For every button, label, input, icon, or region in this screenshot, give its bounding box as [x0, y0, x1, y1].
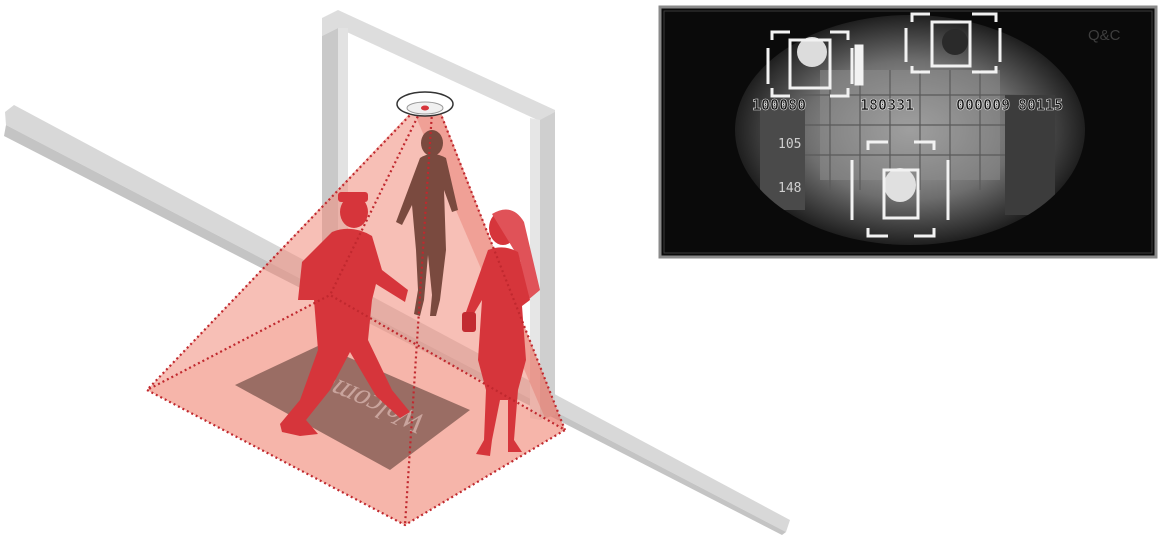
brand-watermark: Q&C — [1088, 27, 1121, 44]
row-label-2: 148 — [778, 181, 801, 196]
ceiling-camera-icon — [397, 92, 453, 116]
camera-view-panel: 100080 180331 000009 80115 105 148 Q&C — [660, 7, 1156, 257]
row-label-1: 105 — [778, 137, 801, 152]
overlay-code-4: 80115 — [1018, 96, 1063, 114]
overlay-code-2: 180331 — [860, 96, 914, 114]
overlay-code-3: 000009 — [956, 96, 1010, 114]
overlay-code-1: 100080 — [752, 96, 806, 114]
